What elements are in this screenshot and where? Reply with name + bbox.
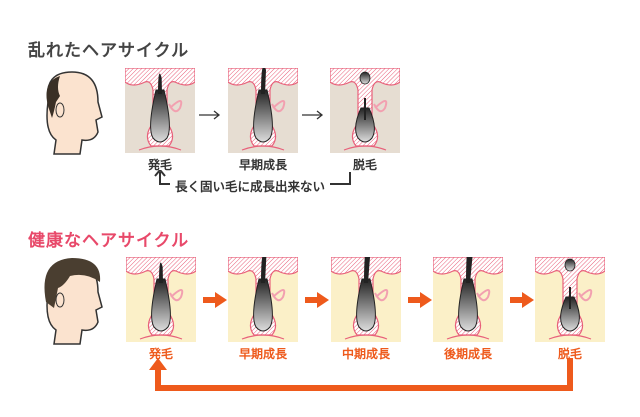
stage-label: 発毛 <box>147 158 172 172</box>
stage-label: 脱毛 <box>557 347 582 361</box>
arrow-right-icon <box>199 110 221 120</box>
follicle-panel <box>331 257 401 342</box>
follicle-panel <box>535 257 605 342</box>
follicle-panel <box>125 68 195 153</box>
unhealthy-loop-text: 長く固い毛に成長出来ない <box>175 179 326 194</box>
healthy-man-head-icon <box>44 258 103 345</box>
follicle-panel <box>228 257 298 342</box>
unhealthy-loop-arrow <box>154 170 351 185</box>
stage-label: 発毛 <box>148 347 173 361</box>
follicle-panel <box>433 257 503 342</box>
stage-label: 脱毛 <box>352 158 377 172</box>
arrow-right-icon <box>203 292 227 308</box>
stage-label: 中期成長 <box>341 347 390 361</box>
follicle-panel <box>228 68 298 153</box>
arrow-right-icon <box>302 110 324 120</box>
healthy-cycle-title: 健康なヘアサイクル <box>28 231 190 251</box>
arrow-right-icon <box>408 292 432 308</box>
balding-man-head-icon <box>46 71 103 155</box>
healthy-loop-arrow <box>149 358 573 391</box>
follicle-panel <box>330 68 400 153</box>
stage-label: 早期成長 <box>238 158 287 172</box>
stage-label: 後期成長 <box>443 347 492 361</box>
stage-label: 早期成長 <box>238 347 287 361</box>
arrow-right-icon <box>305 292 329 308</box>
arrow-right-icon <box>510 292 534 308</box>
unhealthy-cycle-title: 乱れたヘアサイクル <box>28 41 190 61</box>
follicle-panel <box>126 257 196 342</box>
